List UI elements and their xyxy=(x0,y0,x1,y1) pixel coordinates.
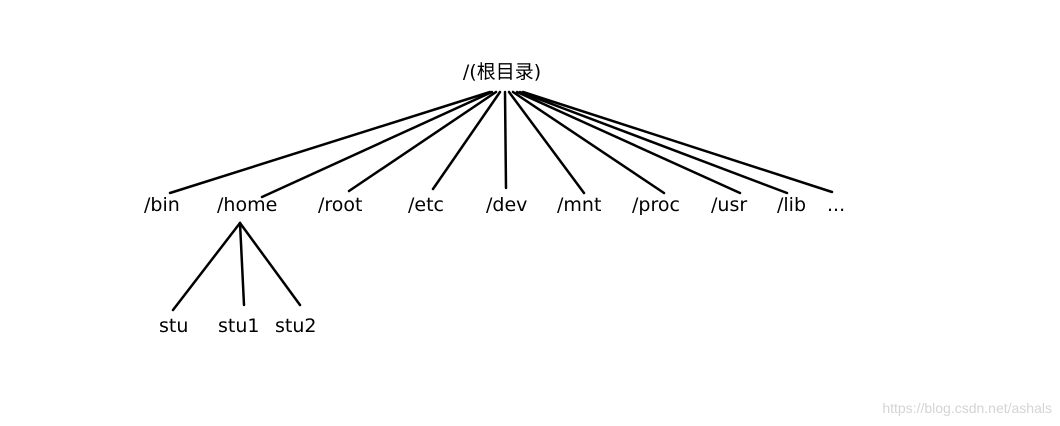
edge-root-bin xyxy=(168,90,492,195)
node-proc: /proc xyxy=(632,194,680,216)
node-lib: /lib xyxy=(777,194,806,216)
edge-home-stu1 xyxy=(238,221,246,307)
edge-root-dev xyxy=(503,90,508,190)
node-root-dir: /root xyxy=(318,194,363,216)
edge-root-mnt xyxy=(507,90,586,195)
edge-root-lib xyxy=(518,90,789,195)
node-more: ... xyxy=(827,194,845,216)
node-mnt: /mnt xyxy=(557,194,601,216)
edge-home-stu2 xyxy=(238,221,302,307)
edge-root-etc xyxy=(431,90,502,191)
node-etc: /etc xyxy=(408,194,444,216)
edge-root-more xyxy=(521,90,834,194)
node-stu2: stu2 xyxy=(275,315,316,337)
edge-home-stu xyxy=(171,221,242,312)
edge-root-home xyxy=(260,90,494,199)
node-stu1: stu1 xyxy=(218,315,259,337)
node-root: /(根目录) xyxy=(463,61,541,83)
node-home: /home xyxy=(217,194,277,216)
edge-root-proc xyxy=(511,90,666,195)
node-usr: /usr xyxy=(711,194,747,216)
watermark: https://blog.csdn.net/ashals xyxy=(882,400,1052,416)
edge-root-usr xyxy=(515,90,742,195)
node-bin: /bin xyxy=(144,194,180,216)
node-dev: /dev xyxy=(486,194,527,216)
node-stu: stu xyxy=(159,315,188,337)
edge-root-root xyxy=(347,90,498,193)
